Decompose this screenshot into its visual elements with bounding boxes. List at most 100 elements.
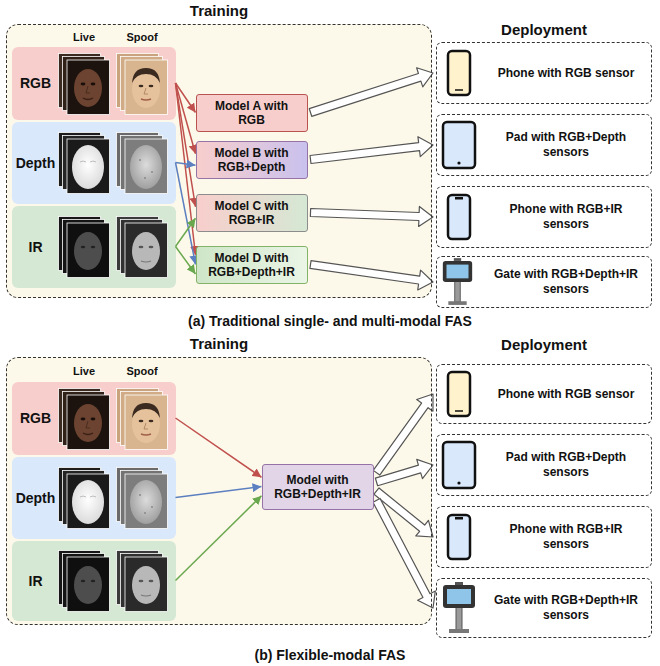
modality-arrow <box>176 218 196 246</box>
node-text: Phone with RGB+IR sensors <box>487 202 645 232</box>
node-text: Pad with RGB+Depth sensors <box>487 130 645 160</box>
modality-band: RGB <box>12 382 176 455</box>
face-stack <box>117 468 168 529</box>
model-box: Model with RGB+Depth+IR <box>262 464 374 510</box>
node-text: Phone with RGB sensor <box>487 66 645 81</box>
node-text: Model with RGB+Depth+IR <box>267 473 369 501</box>
modality-arrow <box>176 83 196 113</box>
device-box: Pad with RGB+Depth sensors <box>436 434 652 496</box>
block-arrow <box>375 459 433 485</box>
node-text: Phone with RGB sensor <box>487 387 645 402</box>
panel-caption: (b) Flexible-modal FAS <box>255 647 406 664</box>
section-heading: Deployment <box>501 21 587 39</box>
block-arrow <box>310 137 433 164</box>
gate-icon <box>443 582 475 633</box>
band-fill <box>12 47 176 120</box>
block-arrow <box>373 394 433 475</box>
device-box: Phone with RGB sensor <box>436 42 652 104</box>
training-region: RGBDepthIRModel with RGB+Depth+IRTrainin… <box>6 357 432 625</box>
modality-band: Depth <box>12 122 176 204</box>
face-stack <box>59 133 110 194</box>
node-text: Model A with RGB <box>201 99 303 127</box>
block-arrow <box>374 488 433 537</box>
node-text: Model C with RGB+IR <box>201 199 303 227</box>
device-box: Gate with RGB+Depth+IR sensors <box>436 578 652 638</box>
face-stack <box>117 389 168 450</box>
face-stack <box>59 54 110 115</box>
column-label: Live <box>73 31 95 44</box>
node-text: RGB <box>14 75 58 91</box>
phone-icon <box>448 51 470 95</box>
modality-arrow <box>176 163 196 265</box>
phone-icon <box>448 515 470 559</box>
modality-band: Depth <box>12 457 176 539</box>
block-arrow <box>373 498 435 608</box>
modality-arrow <box>176 487 262 498</box>
node-text: IR <box>14 573 58 589</box>
node-text: Pad with RGB+Depth sensors <box>487 450 645 480</box>
face-stack <box>59 468 110 529</box>
node-text: IR <box>14 239 58 255</box>
node-text: Depth <box>14 490 58 506</box>
face-stack <box>59 217 110 278</box>
modality-arrow <box>176 83 196 207</box>
modality-arrow <box>176 496 262 581</box>
device-box: Phone with RGB sensor <box>436 364 652 424</box>
modality-arrow <box>176 83 196 255</box>
model-box: Model C with RGB+IR <box>196 194 308 232</box>
face-stack <box>117 54 168 115</box>
model-box: Model A with RGB <box>196 94 308 132</box>
band-fill <box>12 457 176 539</box>
node-text: RGB <box>14 410 58 426</box>
node-text: Depth <box>14 155 58 171</box>
modality-band: RGB <box>12 47 176 120</box>
column-label: Spoof <box>126 31 157 44</box>
panel-caption: (a) Traditional single- and multi-modal … <box>188 313 472 330</box>
block-arrow <box>310 261 433 290</box>
node-text: Model D with RGB+Depth+IR <box>201 251 303 279</box>
face-stack <box>59 551 110 612</box>
section-heading: Deployment <box>501 336 587 354</box>
pad-icon <box>443 442 475 488</box>
node-text: Gate with RGB+Depth+IR sensors <box>487 267 645 297</box>
band-fill <box>12 541 176 621</box>
modality-arrow <box>176 163 196 166</box>
device-box: Gate with RGB+Depth+IR sensors <box>436 256 652 308</box>
modality-band: IR <box>12 206 176 288</box>
face-stack <box>59 389 110 450</box>
block-arrow <box>309 68 433 117</box>
face-stack <box>117 551 168 612</box>
modality-arrow <box>176 418 262 477</box>
node-text: Training <box>7 2 431 20</box>
band-fill <box>12 382 176 455</box>
band-fill <box>12 122 176 204</box>
phone-icon <box>448 372 470 416</box>
node-text: Gate with RGB+Depth+IR sensors <box>487 593 645 623</box>
face-stack <box>117 217 168 278</box>
device-box: Phone with RGB+IR sensors <box>436 506 652 568</box>
block-arrow <box>310 206 433 226</box>
face-stack <box>117 133 168 194</box>
training-ground <box>6 24 432 298</box>
node-text: Model B with RGB+Depth <box>201 146 303 174</box>
node-text: Phone with RGB+IR sensors <box>487 522 645 552</box>
device-box: Pad with RGB+Depth sensors <box>436 114 652 176</box>
device-box: Phone with RGB+IR sensors <box>436 186 652 248</box>
model-box: Model B with RGB+Depth <box>196 141 308 179</box>
phone-icon <box>448 195 470 239</box>
pad-icon <box>443 122 475 168</box>
modality-band: IR <box>12 541 176 621</box>
column-label: Live <box>73 365 95 378</box>
modality-arrow <box>176 83 196 154</box>
node-text: Training <box>7 335 431 353</box>
modality-arrow <box>176 247 196 275</box>
band-fill <box>12 206 176 288</box>
column-label: Spoof <box>126 365 157 378</box>
gate-icon <box>443 258 472 305</box>
training-ground <box>6 357 432 625</box>
model-box: Model D with RGB+Depth+IR <box>196 246 308 284</box>
training-region: RGB DepthIR Model A with RGB Model B with R… <box>6 24 432 298</box>
